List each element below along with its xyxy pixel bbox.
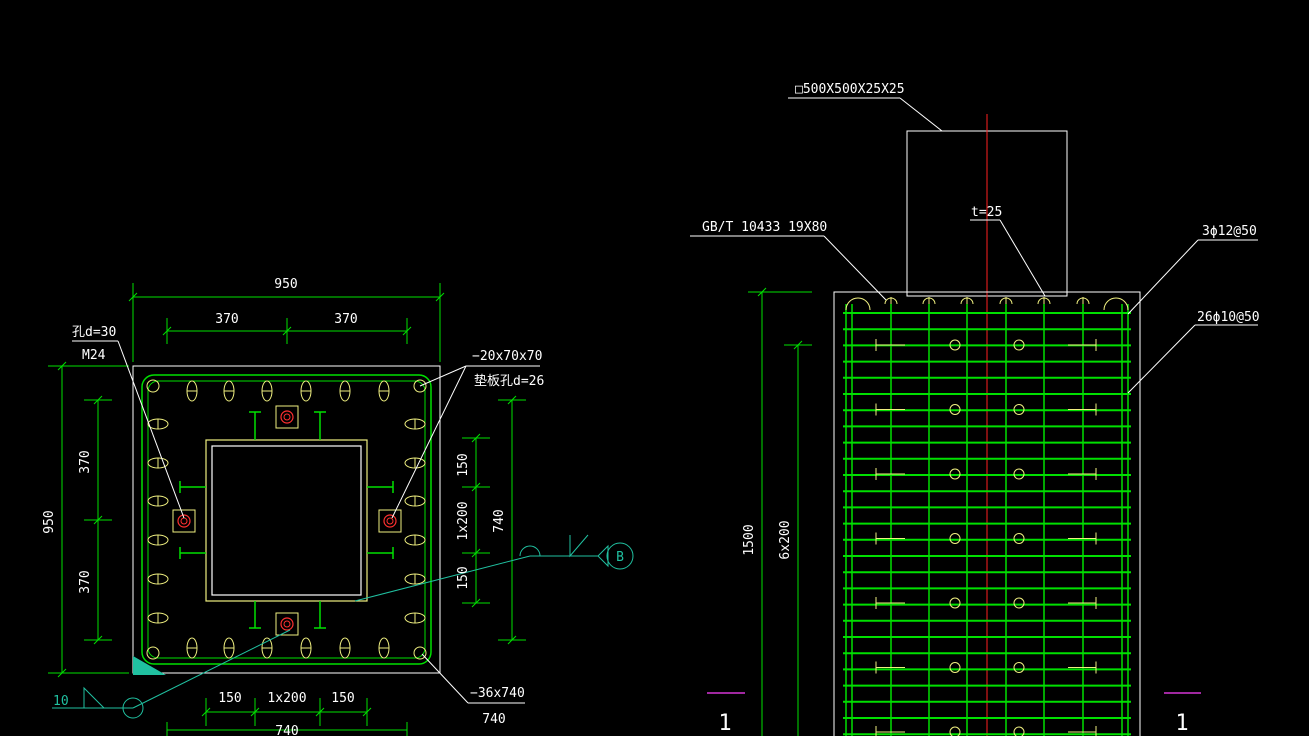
base-plate-plan	[132, 365, 441, 674]
dim-right-top: 150	[456, 453, 471, 476]
dim-height: 1500	[742, 524, 757, 555]
weld-size: 10	[53, 694, 69, 709]
grid-reference	[354, 534, 634, 602]
stiffener-label: t=25	[971, 205, 1002, 220]
stud-circle	[1013, 533, 1025, 544]
column-inner-outline	[211, 445, 362, 596]
stud-circle	[1013, 339, 1025, 351]
dim-bottom-mid: 1x200	[267, 691, 306, 706]
weld-symbol	[52, 629, 291, 719]
weld-all-around-circle	[122, 697, 144, 719]
stirrup-ring-inner	[147, 380, 426, 659]
stirrup-label: 26ϕ10@50	[1197, 310, 1260, 325]
encasement-outline	[833, 291, 1141, 736]
stud-circle	[949, 662, 961, 673]
stud-circle	[1013, 597, 1025, 609]
plan-leaders	[72, 340, 540, 704]
bolt-left	[177, 514, 191, 528]
stirrup-bars	[843, 312, 1131, 736]
washer-hole-label: 垫板孔d=26	[474, 373, 544, 389]
bolt-washer-bottom	[275, 612, 299, 636]
hole-label: 孔d=30	[72, 325, 116, 340]
stud-circle	[1013, 404, 1025, 415]
dim-bottom-total: 740	[275, 724, 298, 736]
plan-dimensions	[48, 283, 526, 736]
bolt-washer-top	[275, 405, 299, 429]
grid-bubble	[606, 542, 634, 570]
dim-left-upper: 370	[78, 450, 93, 473]
dim-bottom-right: 150	[331, 691, 354, 706]
dim-spacing: 6x200	[778, 520, 793, 559]
corner-hook	[845, 297, 871, 311]
column-outer-outline	[205, 439, 368, 602]
dim-overall-width: 950	[274, 277, 297, 292]
stud-circle	[949, 404, 961, 415]
dim-left-lower: 370	[78, 570, 93, 593]
vertical-rebars	[845, 304, 1129, 736]
bolt-washer-left	[172, 509, 196, 533]
stiffener-ribs	[179, 411, 394, 629]
stud-circle	[949, 339, 961, 351]
plate-label: −20x70x70	[472, 349, 542, 364]
stud-circle	[1013, 468, 1025, 480]
stud-circle	[949, 726, 961, 736]
weld-fillet-triangle	[133, 656, 166, 675]
corner-hook	[1103, 297, 1129, 311]
section-label-left: 1	[718, 711, 731, 736]
dim-right-bottom: 150	[456, 566, 471, 589]
bolt-washer-right	[378, 509, 402, 533]
elevation-dimensions	[748, 287, 812, 736]
base-plate-width: 740	[482, 712, 505, 727]
stud-circle	[949, 533, 961, 544]
base-plate-outline	[132, 365, 441, 674]
bolt-bottom	[280, 617, 294, 631]
column-elevation	[833, 114, 1141, 736]
stud-circle	[1013, 726, 1025, 736]
elevation-leaders	[690, 97, 1258, 394]
stud-circle	[949, 597, 961, 609]
stud-circle	[949, 468, 961, 480]
dim-right-total: 740	[492, 509, 507, 532]
corner-bars	[146, 379, 427, 660]
bolt-top	[280, 410, 294, 424]
bolt-label: M24	[82, 348, 106, 363]
dim-bottom-left: 150	[218, 691, 241, 706]
section-label-right: 1	[1175, 711, 1188, 736]
top-rebar-label: 3ϕ12@50	[1202, 224, 1257, 239]
dim-anchor-left: 370	[215, 312, 238, 327]
elevation-studs	[875, 339, 1097, 736]
dim-right-mid: 1x200	[456, 501, 471, 540]
stud-circle	[1013, 662, 1025, 673]
dim-anchor-right: 370	[334, 312, 357, 327]
base-plate-label: −36x740	[470, 686, 525, 701]
dim-overall-height: 950	[42, 510, 57, 533]
top-stud-heads	[845, 297, 1129, 311]
column-label: □500X500X25X25	[795, 82, 905, 97]
stirrup-ring-outer	[141, 374, 432, 665]
stud-group	[147, 380, 426, 659]
grid-ref-label: B	[616, 550, 624, 565]
stud-label: GB/T 10433 19X80	[702, 220, 827, 235]
bolt-right	[383, 514, 397, 528]
